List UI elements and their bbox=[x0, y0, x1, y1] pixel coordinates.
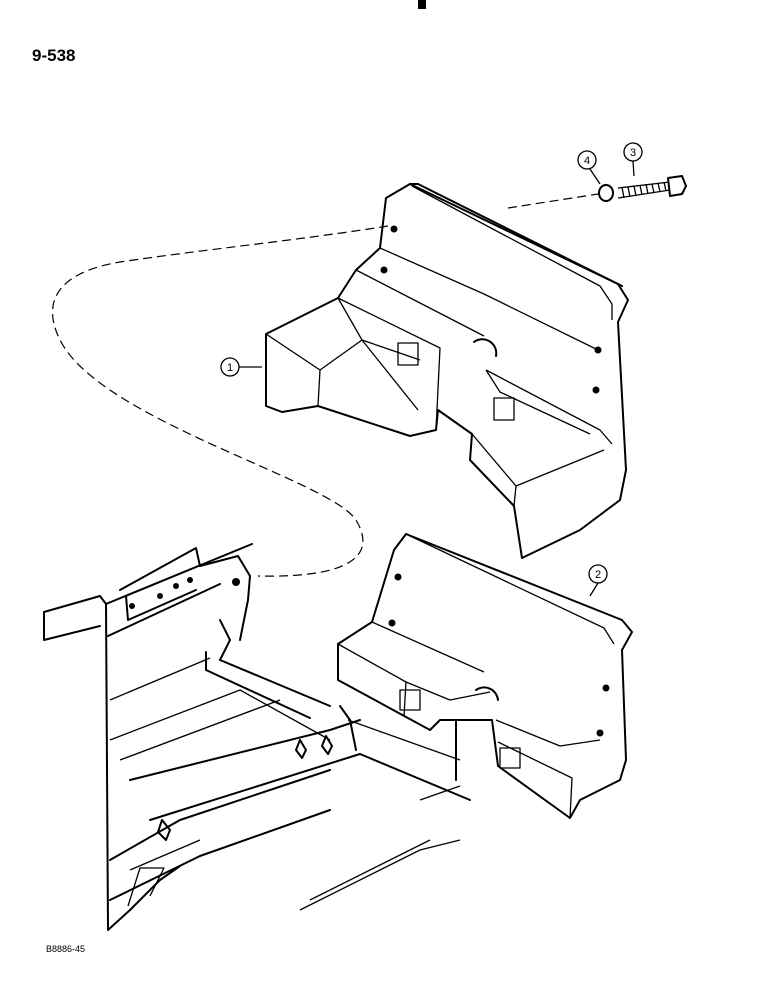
bolt-hole bbox=[394, 573, 402, 581]
counterweight-upper bbox=[265, 183, 629, 559]
bolt-hole bbox=[390, 225, 398, 233]
bolt-head bbox=[667, 175, 687, 197]
bolt-hole bbox=[592, 386, 600, 394]
lifting-slot bbox=[499, 747, 521, 769]
bolt-hole bbox=[602, 684, 610, 692]
lifting-slot bbox=[397, 342, 419, 366]
lifting-slot bbox=[399, 689, 421, 711]
callout-4: 4 bbox=[577, 150, 601, 185]
bolt-and-washer bbox=[598, 175, 687, 202]
callout-2: 2 bbox=[588, 564, 608, 597]
svg-text:2: 2 bbox=[595, 569, 601, 581]
tractor-frame bbox=[43, 543, 471, 931]
counterweight-lower bbox=[337, 533, 633, 819]
bolt-hole bbox=[596, 729, 604, 737]
dashed-assembly-line bbox=[51, 225, 389, 577]
page-number: 9-538 bbox=[32, 46, 76, 65]
dashed-bolt-line bbox=[507, 193, 599, 209]
callout-1: 1 bbox=[220, 357, 262, 377]
bolt-hole bbox=[380, 266, 388, 274]
svg-text:3: 3 bbox=[630, 147, 636, 159]
header-fragment bbox=[418, 0, 426, 9]
reference-code: B8886-45 bbox=[46, 944, 86, 954]
svg-text:4: 4 bbox=[584, 155, 590, 167]
bolt-hole bbox=[594, 346, 602, 354]
callout-3: 3 bbox=[623, 142, 643, 177]
lifting-slot bbox=[493, 397, 515, 421]
svg-text:1: 1 bbox=[227, 362, 233, 374]
washer bbox=[598, 184, 614, 202]
bolt-hole bbox=[388, 619, 396, 627]
